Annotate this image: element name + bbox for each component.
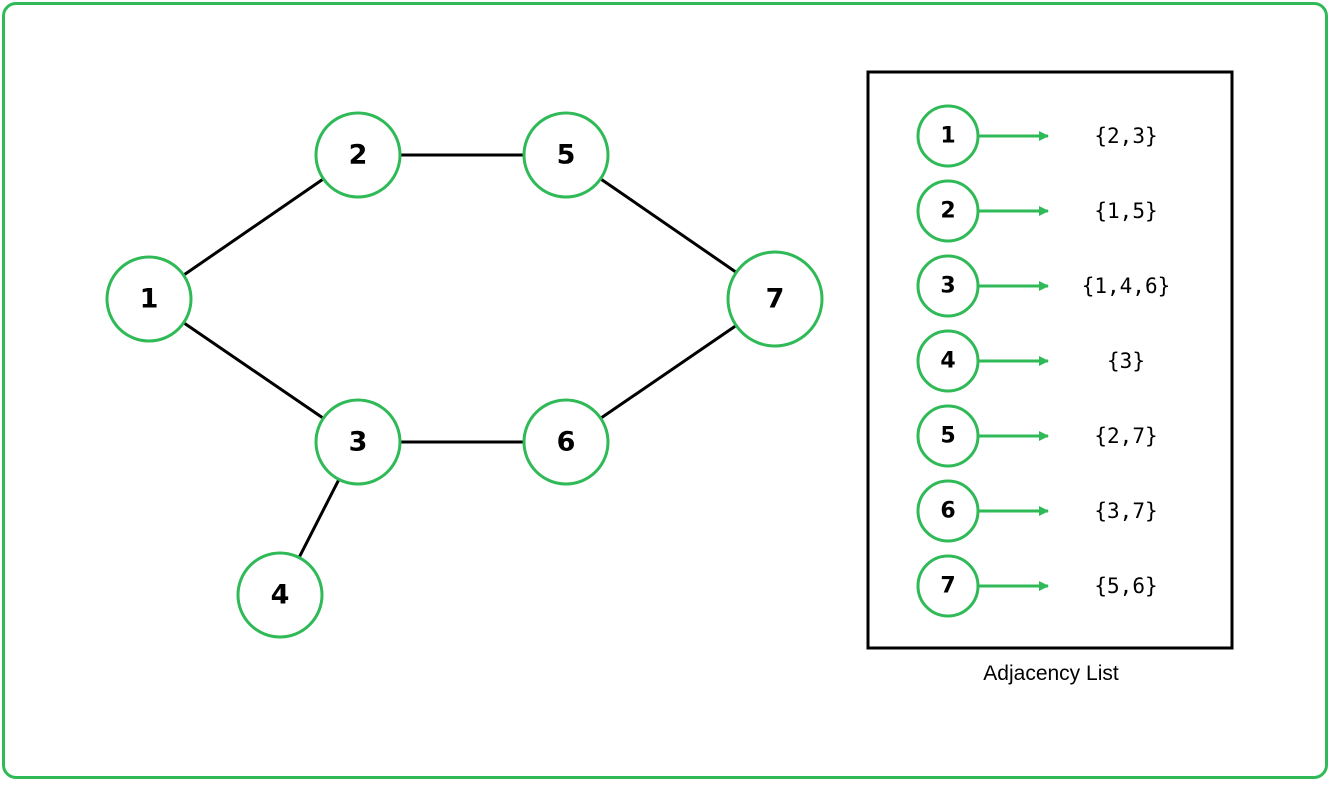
graph-node-circle (522, 398, 610, 486)
edge-6-7 (599, 324, 738, 420)
graph-node-6: 6 (522, 398, 610, 486)
adjacency-row-5: 5 {2,7} (916, 404, 1158, 468)
adjacency-node-label: 4 (940, 349, 955, 374)
graph-node-circle (726, 250, 824, 348)
edge-1-2 (182, 177, 325, 277)
adjacency-node-label: 1 (940, 124, 955, 149)
graph-node-5: 5 (522, 111, 610, 199)
adjacency-neighbors: {3,7} (1094, 499, 1157, 523)
graph-nodes: 1 2 3 4 5 6 7 (105, 111, 824, 639)
adjacency-node-label: 2 (940, 199, 955, 224)
edge-1-3 (182, 321, 325, 420)
graph-node-label: 2 (349, 140, 368, 171)
adjacency-node-label: 3 (940, 274, 955, 299)
adjacency-row-4: 4 {3} (916, 329, 1145, 393)
graph-edges (182, 153, 738, 559)
adjacency-list-box (866, 70, 1234, 650)
graph-node-7: 7 (726, 250, 824, 348)
graph-node-label: 1 (140, 284, 159, 315)
edge-3-4 (297, 478, 341, 559)
edge-5-7 (599, 177, 738, 274)
adjacency-neighbors: {2,7} (1094, 424, 1157, 448)
graph-node-label: 7 (766, 284, 785, 315)
graph-node-4: 4 (236, 551, 324, 639)
graph-node-circle (105, 255, 193, 343)
adjacency-neighbors: {5,6} (1094, 574, 1157, 598)
graph-node-label: 6 (557, 427, 576, 458)
adjacency-row-7: 7 {5,6} (916, 554, 1158, 618)
adjacency-row-3: 3 {1,4,6} (916, 254, 1171, 318)
adjacency-row-2: 2 {1,5} (916, 179, 1158, 243)
graph-node-circle (314, 111, 402, 199)
adjacency-node-label: 5 (940, 424, 955, 449)
graph-node-circle (314, 398, 402, 486)
adjacency-neighbors: {1,4,6} (1082, 274, 1171, 298)
graph-node-1: 1 (105, 255, 193, 343)
adjacency-list-rows: 1 {2,3} 2 {1,5} 3 {1,4,6} 4 {3} 5 {2,7} 6 {3,7} 7 {5,… (916, 104, 1171, 618)
graph-node-circle (522, 111, 610, 199)
graph-node-3: 3 (314, 398, 402, 486)
graph-node-label: 5 (557, 140, 576, 171)
adjacency-row-1: 1 {2,3} (916, 104, 1158, 168)
adjacency-neighbors: {3} (1107, 349, 1145, 373)
adjacency-list-caption: Adjacency List (983, 662, 1119, 685)
adjacency-node-label: 6 (940, 499, 955, 524)
graph-node-circle (236, 551, 324, 639)
adjacency-neighbors: {1,5} (1094, 199, 1157, 223)
adjacency-row-6: 6 {3,7} (916, 479, 1158, 543)
adjacency-node-label: 7 (940, 574, 955, 599)
adjacency-neighbors: {2,3} (1094, 124, 1157, 148)
graph-node-label: 3 (349, 427, 368, 458)
graph-node-2: 2 (314, 111, 402, 199)
graph-node-label: 4 (271, 580, 290, 611)
